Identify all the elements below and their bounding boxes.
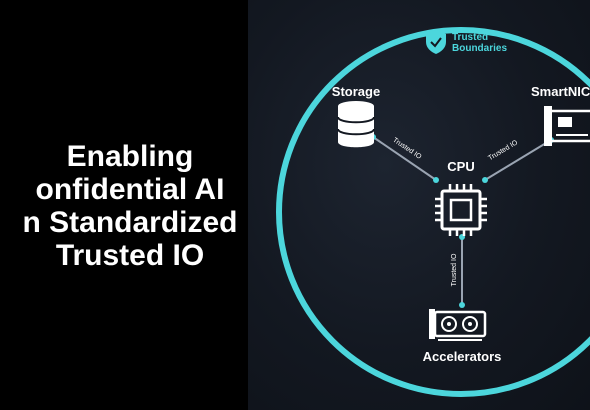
connector-lines xyxy=(372,136,552,305)
link-label-smartnic-cpu: Trusted IO xyxy=(487,139,519,162)
dot-cpu-left xyxy=(433,177,439,183)
trusted-boundary-circle xyxy=(276,27,590,397)
diagram-stage: Trusted Boundaries Trusted IO Trusted IO… xyxy=(248,0,590,410)
title-panel: Enabling onfidential AI n Standardized T… xyxy=(0,0,248,410)
smartnic-label: SmartNIC xyxy=(531,84,590,99)
network-card-icon xyxy=(544,106,590,146)
gpu-card-icon xyxy=(429,309,487,341)
title-line-2: onfidential AI xyxy=(35,173,225,206)
badge-label-line2: Boundaries xyxy=(452,43,507,54)
link-smartnic-cpu xyxy=(484,139,552,181)
title-line-3: n Standardized xyxy=(22,206,238,239)
storage-label: Storage xyxy=(332,84,380,99)
link-label-storage-cpu: Trusted IO xyxy=(391,137,423,161)
badge-label-line1: Trusted xyxy=(452,32,488,43)
link-storage-cpu xyxy=(372,136,437,181)
dot-accelerators xyxy=(459,302,465,308)
cpu-chip-icon xyxy=(435,184,487,236)
slide-title: Enabling onfidential AI n Standardized T… xyxy=(0,140,248,272)
dot-cpu-right xyxy=(482,177,488,183)
link-label-cpu-accelerators: Trusted IO xyxy=(451,253,458,286)
trusted-boundaries-badge: Trusted Boundaries xyxy=(426,30,507,54)
cpu-label: CPU xyxy=(447,159,474,174)
title-line-1: Enabling xyxy=(66,140,194,173)
trusted-io-diagram: Trusted Boundaries Trusted IO Trusted IO… xyxy=(276,27,590,397)
database-icon xyxy=(337,101,375,148)
shield-icon xyxy=(426,30,446,54)
title-line-4: Trusted IO xyxy=(55,239,205,272)
accelerators-label: Accelerators xyxy=(423,349,502,364)
